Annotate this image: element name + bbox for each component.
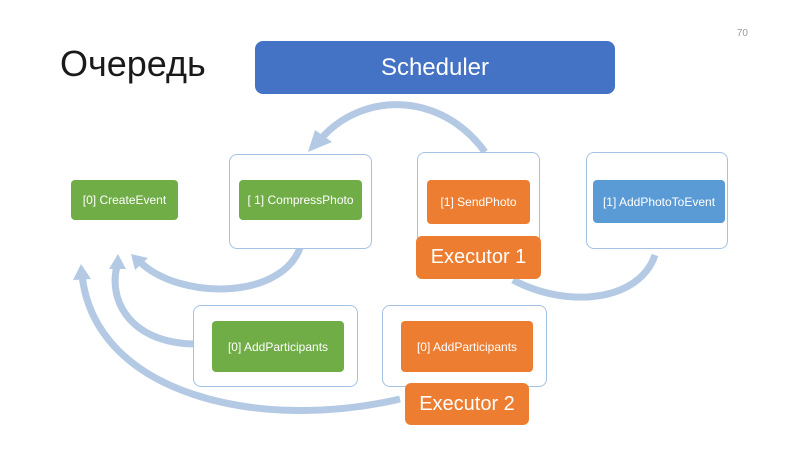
scheduler-label: Scheduler (380, 53, 490, 81)
arrow-addparticipants-to-createevent (111, 265, 198, 348)
executor-1-badge: Executor 1 (416, 236, 541, 279)
arrowhead-createevent-3 (73, 264, 91, 280)
task-createevent: [0] CreateEvent (71, 180, 178, 220)
task-sendphoto: [1] SendPhoto (427, 180, 530, 224)
arrowhead-compressphoto (308, 130, 332, 152)
slide-title: Очередь (60, 43, 206, 84)
arrowhead-createevent-1 (131, 254, 148, 270)
executor-2-badge: Executor 2 (405, 383, 529, 425)
arrow-executor1-to-addphototoevent (511, 253, 659, 301)
task-addphototoevent: [1] AddPhotoToEvent (593, 180, 725, 223)
arrow-scheduler-to-compressphoto (317, 101, 488, 155)
arrow-compressphoto-to-createevent (137, 246, 304, 293)
scheduler-box: Scheduler (255, 41, 615, 94)
arrowhead-createevent-2 (109, 254, 126, 269)
task-compressphoto: [ 1] CompressPhoto (239, 180, 362, 220)
arrow-executor2-to-createevent (78, 274, 401, 414)
task-addparticipants-2: [0] AddParticipants (401, 321, 533, 372)
page-number: 70 (736, 28, 748, 39)
task-addparticipants-1: [0] AddParticipants (212, 321, 344, 372)
